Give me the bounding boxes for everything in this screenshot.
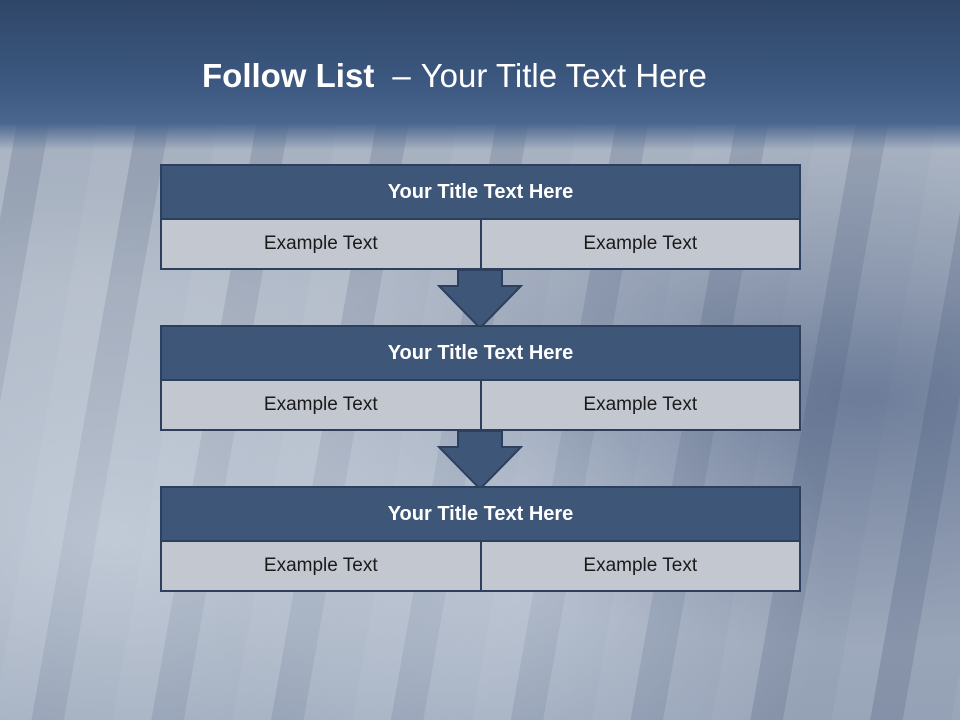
block-left-cell: Example Text: [160, 381, 482, 431]
block-title: Your Title Text Here: [160, 325, 801, 381]
title-rest: Your Title Text Here: [420, 57, 707, 94]
block-title: Your Title Text Here: [160, 164, 801, 220]
block-row: Example Text Example Text: [160, 381, 801, 431]
block-right-cell: Example Text: [481, 542, 801, 592]
list-block-3: Your Title Text Here Example Text Exampl…: [160, 486, 801, 592]
block-right-cell: Example Text: [481, 220, 801, 270]
down-arrow-icon: [437, 270, 523, 330]
list-block-1: Your Title Text Here Example Text Exampl…: [160, 164, 801, 270]
block-title: Your Title Text Here: [160, 486, 801, 542]
title-separator: –: [392, 57, 411, 94]
block-left-cell: Example Text: [160, 220, 482, 270]
list-block-2: Your Title Text Here Example Text Exampl…: [160, 325, 801, 431]
slide-title: Follow List–Your Title Text Here: [202, 56, 707, 96]
title-band: [0, 0, 960, 150]
block-right-cell: Example Text: [481, 381, 801, 431]
block-row: Example Text Example Text: [160, 220, 801, 270]
down-arrow-icon: [437, 431, 523, 491]
block-left-cell: Example Text: [160, 542, 482, 592]
block-row: Example Text Example Text: [160, 542, 801, 592]
title-strong: Follow List: [202, 57, 375, 94]
